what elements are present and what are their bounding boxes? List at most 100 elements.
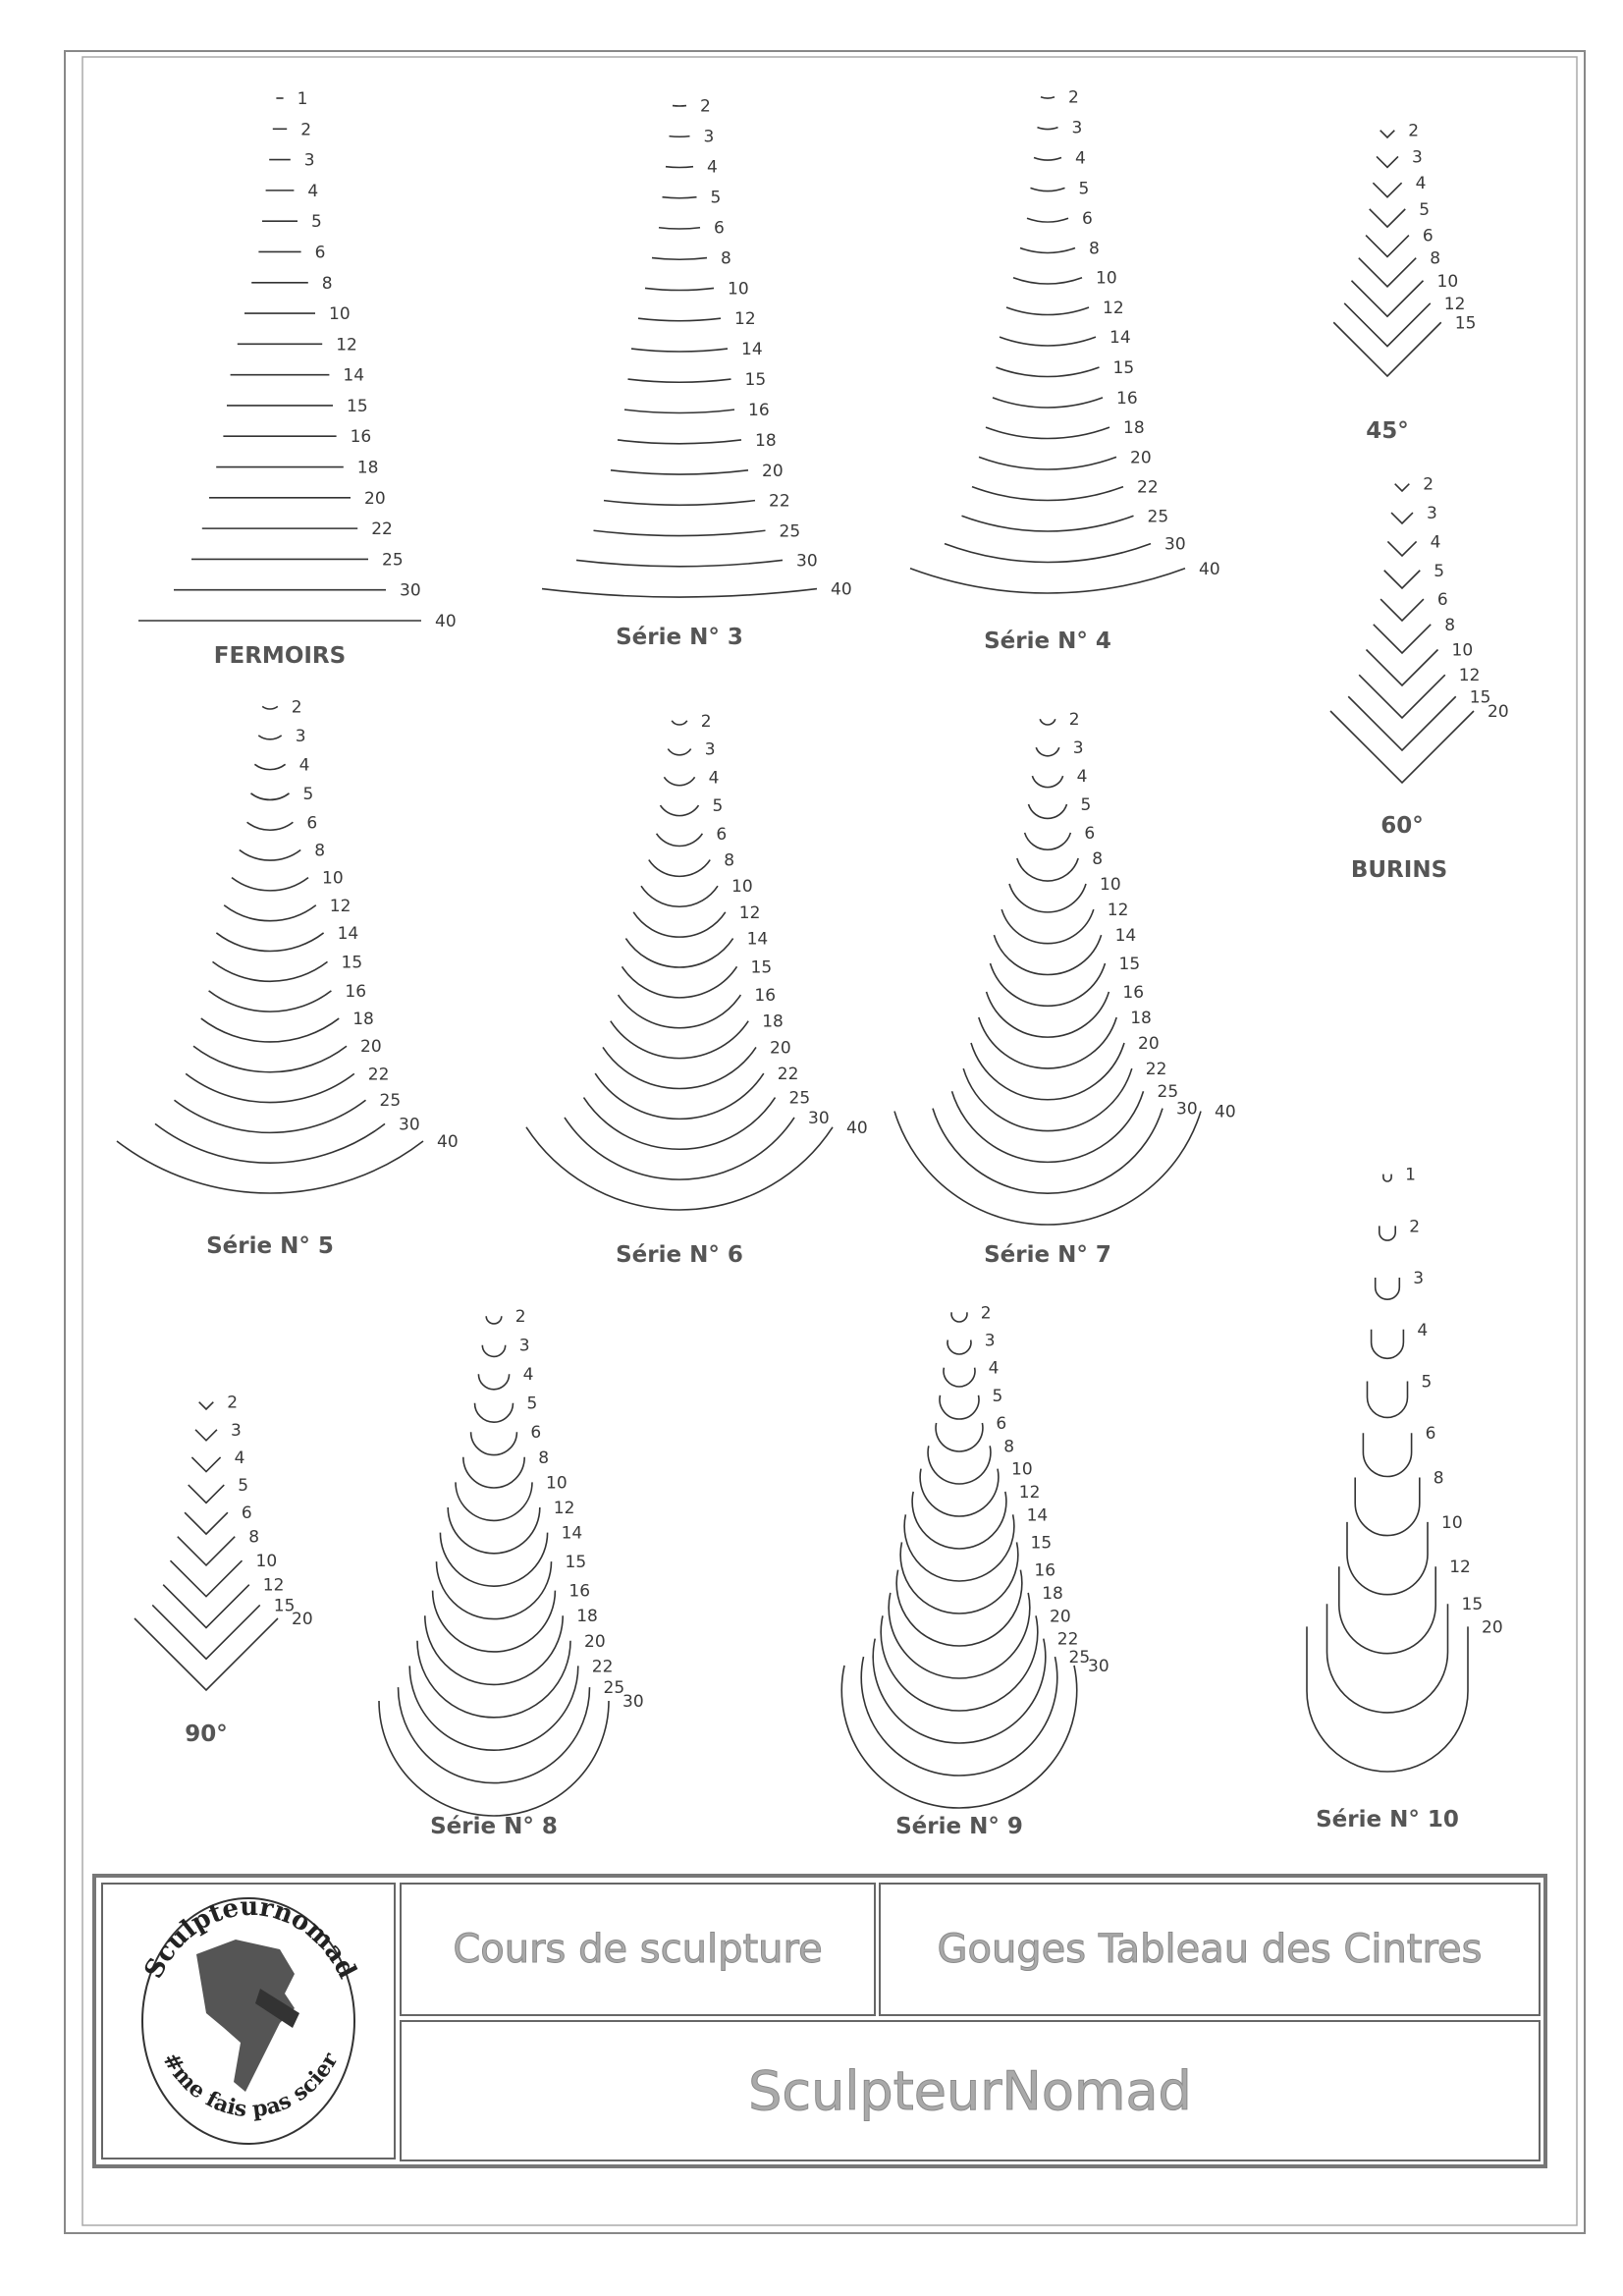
size-label: 30: [399, 1115, 420, 1134]
size-label: 3: [1427, 504, 1437, 523]
gouge-profile: [1354, 1477, 1421, 1537]
size-label: 6: [716, 825, 727, 845]
gouge-profile: [1379, 1226, 1396, 1241]
size-label: 15: [1119, 955, 1141, 974]
size-label: 6: [1423, 227, 1434, 246]
size-label: 10: [1100, 875, 1121, 895]
gouge-profile: [250, 793, 290, 801]
size-label: 12: [336, 335, 357, 355]
gouge-profile: [872, 1638, 1047, 1744]
size-label: 2: [292, 697, 302, 717]
gouge-profile: [860, 1656, 1058, 1777]
gouge-profile: [192, 1045, 348, 1073]
size-label: 10: [1437, 272, 1459, 292]
gouge-profile: [1019, 246, 1076, 254]
size-label: 16: [1122, 983, 1144, 1003]
logo-tool: [255, 1989, 299, 2028]
gouge-profile: [1033, 156, 1062, 161]
size-label: 2: [701, 712, 712, 732]
size-label: 12: [1108, 901, 1129, 920]
gouge-profile: [640, 885, 719, 907]
gouge-profile: [239, 848, 301, 861]
gouge-profile: [932, 1108, 1163, 1194]
gouge-profile: [999, 336, 1097, 347]
gouge-profile: [1001, 908, 1095, 945]
gouge-profile: [1016, 857, 1079, 882]
size-label: 5: [711, 189, 722, 208]
size-label: 3: [296, 727, 306, 746]
gouge-profile: [185, 1072, 355, 1104]
gouge-profile: [215, 932, 325, 953]
gouge-profile: [655, 833, 704, 847]
logo: Sculpteurnomad #me fais pas scier: [139, 1892, 361, 2145]
size-label: 4: [1417, 1321, 1428, 1340]
gouge-profile: [985, 991, 1110, 1038]
gouge-profile: [212, 960, 328, 983]
size-label: 5: [713, 796, 724, 816]
size-label: 10: [1452, 641, 1474, 661]
gouge-profile: [208, 990, 332, 1012]
size-label: 6: [242, 1503, 252, 1523]
size-label: 5: [1419, 200, 1430, 220]
size-label: 22: [1146, 1060, 1167, 1079]
gouge-profile: [184, 1511, 229, 1536]
gouge-profile: [223, 904, 317, 922]
course-title: Cours de sculpture: [453, 1927, 823, 1973]
size-label: 18: [576, 1607, 598, 1626]
gouge-profile: [947, 1339, 972, 1355]
size-label: 15: [1462, 1595, 1484, 1614]
gouge-profile: [408, 1666, 579, 1751]
size-label: 3: [519, 1337, 530, 1356]
size-label: 14: [1027, 1505, 1049, 1525]
size-label: 4: [1075, 148, 1086, 168]
size-label: 6: [1084, 824, 1095, 844]
size-label: 16: [345, 982, 366, 1002]
gouge-profile: [1346, 1521, 1429, 1596]
size-label: 3: [1072, 119, 1083, 138]
group-title: 45°: [1366, 418, 1409, 444]
gouge-profile: [177, 1536, 236, 1567]
size-label: 12: [1103, 299, 1124, 318]
size-label: 12: [554, 1499, 575, 1518]
author-cell: [400, 2020, 1541, 2161]
size-label: 40: [831, 580, 852, 600]
gouge-profile: [950, 1090, 1145, 1164]
gouge-profile: [541, 587, 818, 598]
gouge-profile: [485, 1316, 503, 1325]
gouge-profile: [447, 1506, 541, 1555]
gouge-profile: [169, 1559, 243, 1598]
gouge-profile: [1031, 775, 1064, 789]
gouge-profile: [992, 397, 1104, 409]
gouge-profile: [644, 287, 715, 292]
page-border-inner: [81, 56, 1578, 2226]
size-label: 8: [1430, 249, 1440, 269]
gouge-profile: [950, 1312, 968, 1323]
size-label: 22: [371, 519, 393, 539]
size-label: 3: [1412, 147, 1423, 167]
gouge-profile: [477, 1374, 511, 1391]
size-label: 12: [1459, 666, 1481, 685]
size-label: 18: [1042, 1584, 1063, 1604]
gouge-profile: [978, 456, 1117, 470]
size-label: 25: [1158, 1082, 1179, 1102]
size-label: 3: [985, 1331, 996, 1350]
gouge-profile: [253, 763, 287, 771]
size-label: 40: [846, 1119, 868, 1138]
gouge-profile: [1365, 648, 1439, 687]
gouge-profile: [632, 911, 727, 938]
gouge-profile: [602, 1046, 757, 1090]
size-label: 12: [739, 903, 761, 923]
gouge-profile: [439, 1532, 549, 1587]
size-label: 1: [298, 89, 308, 109]
gouge-profile: [610, 1020, 749, 1060]
size-label: 6: [996, 1414, 1006, 1434]
gouge-profile: [1382, 1174, 1392, 1182]
gouge-profile: [663, 776, 696, 787]
size-label: 22: [769, 492, 790, 512]
gouge-profile: [575, 559, 784, 568]
